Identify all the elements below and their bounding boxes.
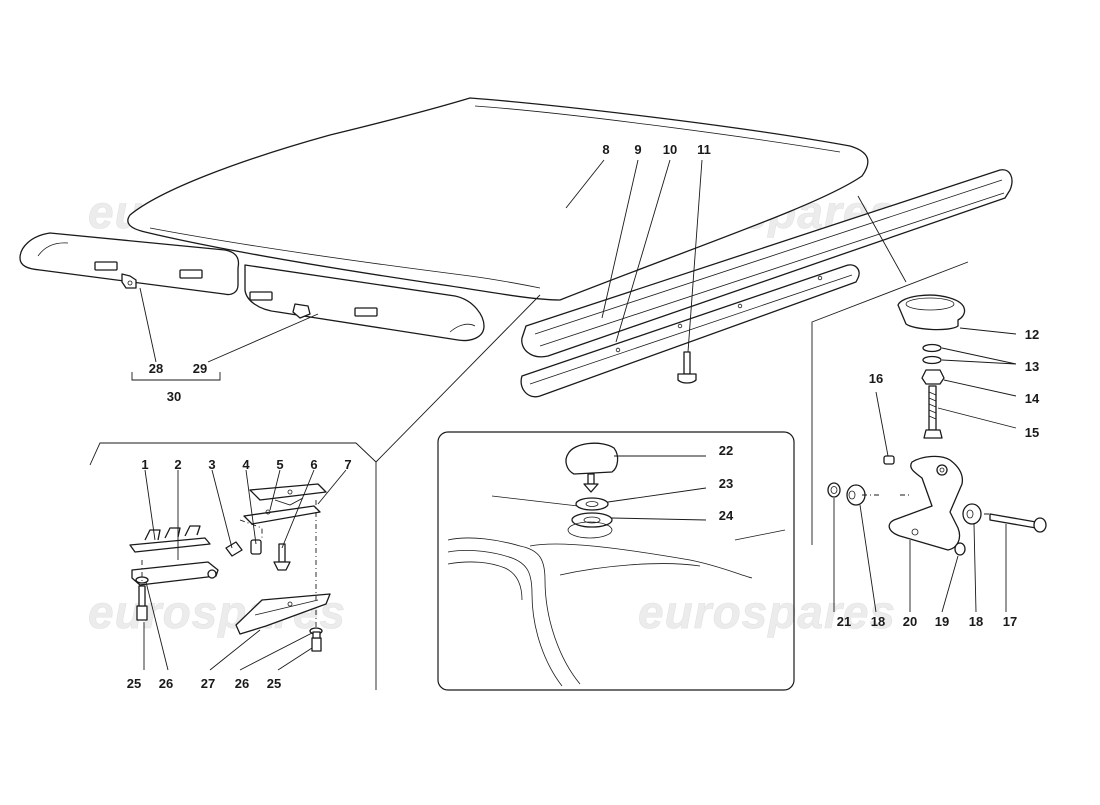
callout-5: 5 — [276, 457, 283, 472]
washer-23 — [575, 497, 609, 511]
callout-16: 16 — [869, 371, 883, 386]
roof-hole — [567, 521, 613, 539]
trim-panel-left — [19, 232, 240, 296]
callout-18-right: 18 — [969, 614, 983, 629]
callout-29: 29 — [193, 361, 207, 376]
nut-16 — [883, 455, 895, 465]
callout-labels: 1 2 3 4 5 6 7 8 9 10 11 12 13 14 15 16 1… — [127, 142, 1040, 691]
pin-3 — [225, 541, 243, 557]
callout-25-right: 25 — [267, 676, 281, 691]
callout-17: 17 — [1003, 614, 1017, 629]
hinge-plate-27 — [235, 593, 331, 635]
callout-2: 2 — [174, 457, 181, 472]
nut-21 — [827, 482, 841, 498]
callout-10: 10 — [663, 142, 677, 157]
hinge-axis — [141, 500, 317, 630]
callout-28: 28 — [149, 361, 163, 376]
screw-25-left — [136, 585, 148, 621]
callout-27: 27 — [201, 676, 215, 691]
roof-rail-lower — [520, 264, 860, 398]
trim-panel-right — [244, 264, 485, 342]
screw-11-drawing — [677, 351, 697, 384]
bolt-axis — [862, 494, 990, 515]
callout-4: 4 — [242, 457, 250, 472]
callout-25-left: 25 — [127, 676, 141, 691]
bushing-18-right — [962, 503, 982, 525]
roof-rail-upper — [521, 169, 1013, 358]
callout-1: 1 — [141, 457, 148, 472]
callout-15: 15 — [1025, 425, 1039, 440]
roof-panel — [127, 97, 869, 301]
callout-30: 30 — [167, 389, 181, 404]
callout-26-right: 26 — [235, 676, 249, 691]
washers-13 — [922, 343, 942, 365]
watermark-bottom-left: eurospares — [88, 586, 346, 638]
callout-24: 24 — [719, 508, 734, 523]
callout-23: 23 — [719, 476, 733, 491]
bushing-4 — [250, 539, 262, 555]
hinge-plate-1 — [129, 525, 211, 553]
grommet-12 — [897, 294, 966, 331]
bolt-17 — [989, 513, 1047, 533]
callout-3: 3 — [208, 457, 215, 472]
callout-7: 7 — [344, 457, 351, 472]
callout-13: 13 — [1025, 359, 1039, 374]
watermark-bottom-right: eurospares — [638, 586, 896, 638]
callout-19: 19 — [935, 614, 949, 629]
nut-14 — [921, 369, 945, 385]
callout-22: 22 — [719, 443, 733, 458]
hinge-base-2 — [131, 561, 219, 586]
hinge-plate-5 — [243, 483, 327, 525]
callout-20: 20 — [903, 614, 917, 629]
callout-8: 8 — [602, 142, 609, 157]
callout-26-left: 26 — [159, 676, 173, 691]
nut-19 — [954, 542, 966, 556]
callout-14: 14 — [1025, 391, 1040, 406]
bolt-15 — [923, 385, 943, 439]
knob-22 — [565, 442, 619, 493]
callout-6: 6 — [310, 457, 317, 472]
detail-inset — [437, 431, 795, 691]
bracket-20 — [888, 455, 964, 551]
callout-11: 11 — [697, 142, 711, 157]
callout-21: 21 — [837, 614, 851, 629]
callout-12: 12 — [1025, 327, 1039, 342]
leader-lines — [131, 159, 1017, 671]
screw-6 — [273, 543, 291, 571]
callout-18-left: 18 — [871, 614, 885, 629]
callout-9: 9 — [634, 142, 641, 157]
screw-25-right — [311, 631, 322, 652]
detail-outline-lines — [89, 195, 969, 690]
